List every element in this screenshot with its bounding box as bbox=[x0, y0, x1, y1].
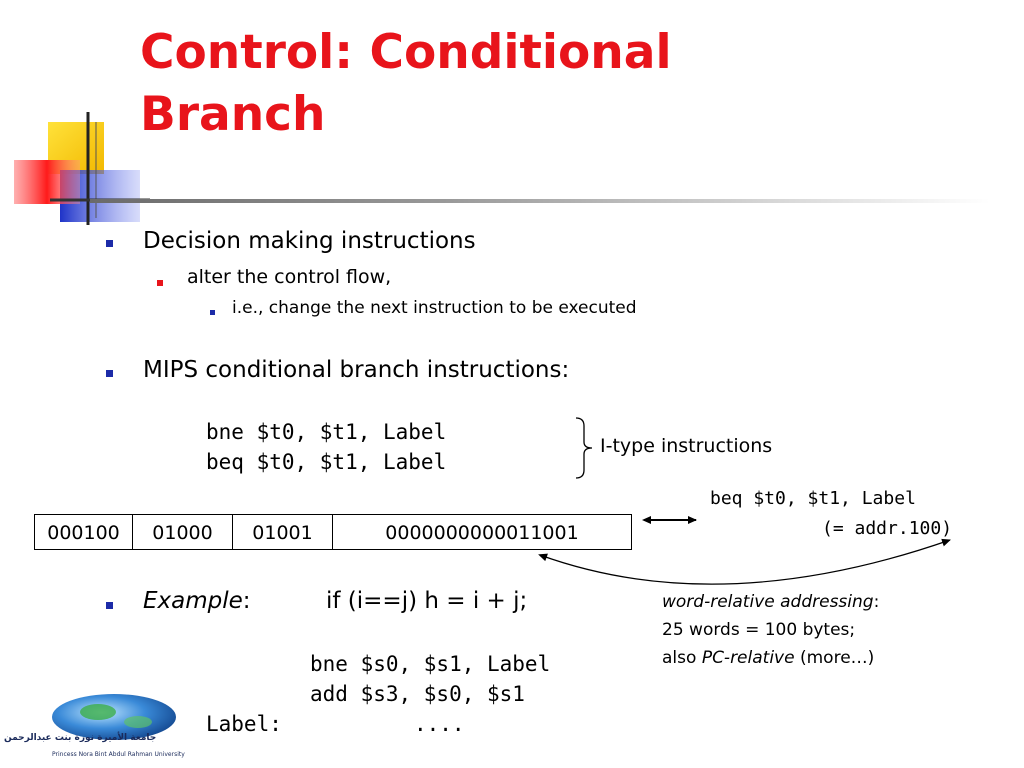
machine-word: 000100 01000 01001 0000000000011001 bbox=[34, 514, 632, 550]
code-beq: beq $t0, $t1, Label bbox=[206, 450, 447, 474]
logo-subcaption: Princess Nora Bint Abdul Rahman Universi… bbox=[52, 751, 185, 758]
note-line2: 25 words = 100 bytes; bbox=[662, 620, 856, 640]
logo-caption: جامعة الأميرة نورة بنت عبدالرحمن bbox=[4, 733, 157, 743]
bullet-ie: i.e., change the next instruction to be … bbox=[232, 298, 637, 318]
note-line1: word-relative addressing: bbox=[662, 592, 880, 612]
field-rt: 01001 bbox=[233, 515, 333, 549]
code-label: Label: bbox=[206, 712, 282, 736]
bullet-marker bbox=[106, 602, 113, 609]
corner-decoration bbox=[14, 112, 150, 225]
code-bne: bne $t0, $t1, Label bbox=[206, 420, 447, 444]
brace-icon bbox=[575, 417, 593, 479]
bullet-marker bbox=[106, 370, 113, 377]
code-bne-s: bne $s0, $s1, Label bbox=[310, 652, 551, 676]
field-opcode: 000100 bbox=[35, 515, 133, 549]
addressing-note: word-relative addressing: 25 words = 100… bbox=[662, 588, 879, 672]
bullet-marker bbox=[157, 280, 163, 286]
title-underline bbox=[90, 199, 990, 203]
bullet-mips: MIPS conditional branch instructions: bbox=[143, 357, 570, 383]
beq-annotation-line2: (= addr.100) bbox=[822, 518, 953, 539]
bullet-alter: alter the control flow, bbox=[187, 266, 392, 288]
field-rs: 01000 bbox=[133, 515, 233, 549]
field-immediate: 0000000000011001 bbox=[385, 522, 579, 544]
code-add: add $s3, $s0, $s1 bbox=[310, 682, 525, 706]
note-line3: also PC-relative (more…) bbox=[662, 648, 875, 668]
itype-label: I-type instructions bbox=[600, 435, 773, 457]
example-statement: if (i==j) h = i + j; bbox=[326, 588, 528, 614]
bullet-marker bbox=[106, 240, 113, 247]
beq-annotation-line1: beq $t0, $t1, Label bbox=[710, 488, 916, 509]
code-dots: .... bbox=[414, 712, 465, 736]
university-logo-icon bbox=[52, 694, 176, 740]
example-label: Example: bbox=[143, 588, 251, 614]
bullet-decision: Decision making instructions bbox=[143, 228, 476, 254]
bullet-marker bbox=[210, 310, 215, 315]
slide-title: Control: Conditional Branch bbox=[140, 25, 672, 142]
